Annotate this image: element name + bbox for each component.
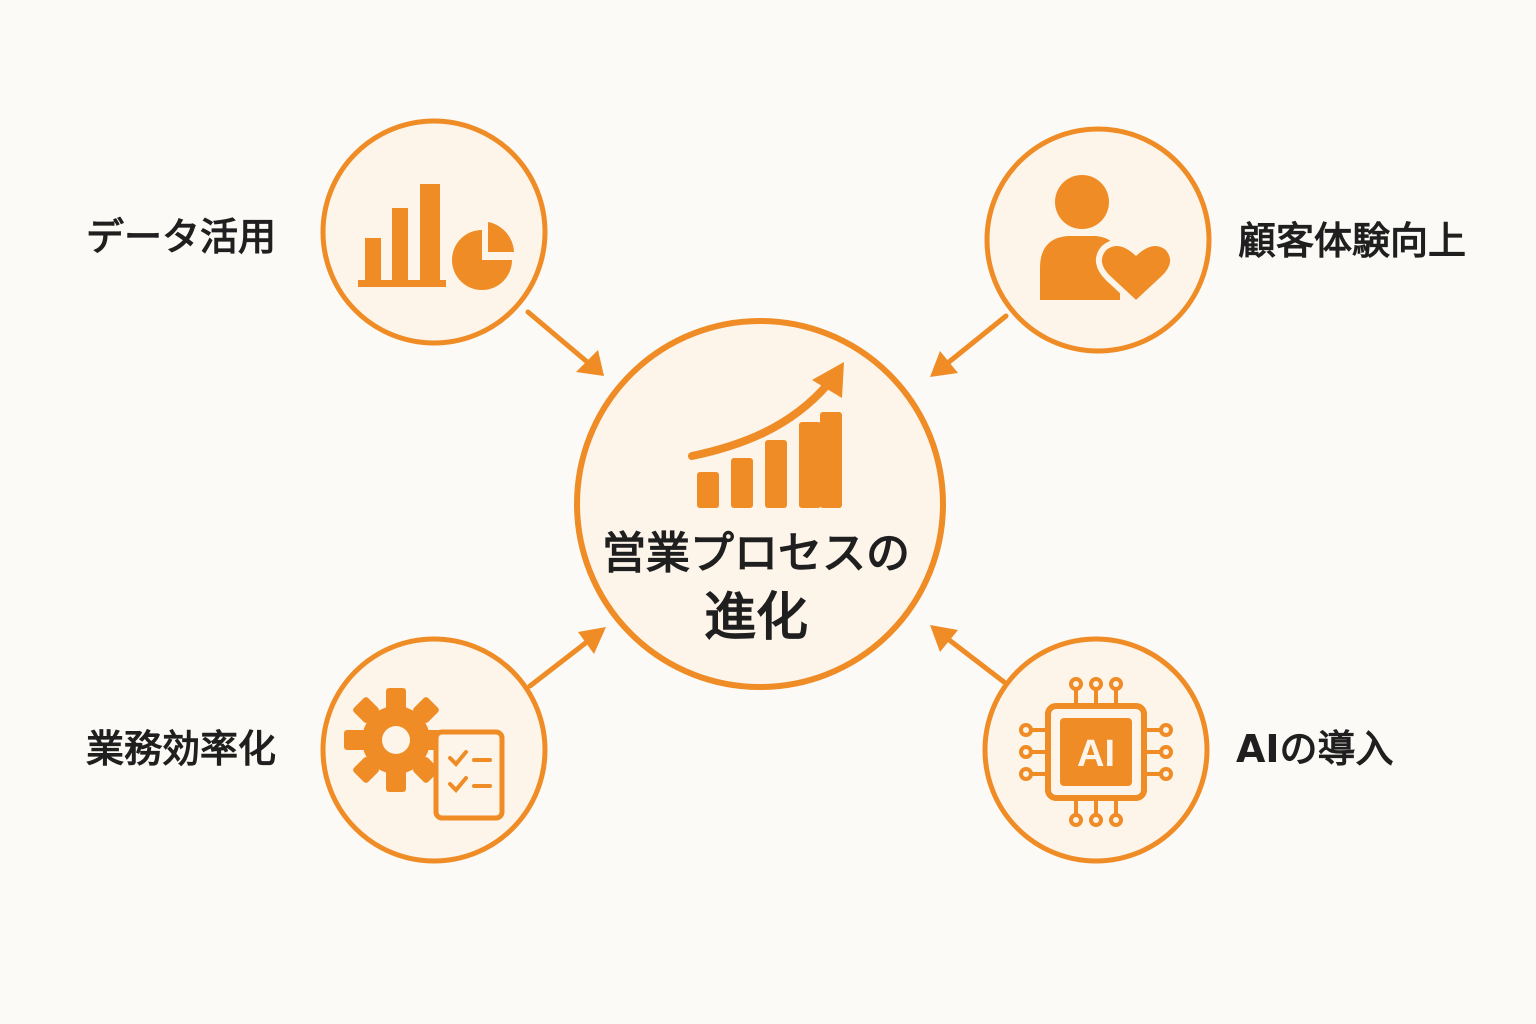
center-title-line1: 営業プロセスの <box>602 528 910 579</box>
label-ai: AIの導入 <box>1236 727 1394 771</box>
gear-icon <box>344 688 448 792</box>
bar-pie-chart-icon <box>358 184 514 290</box>
arrow-ai-to-center <box>930 625 1007 685</box>
node-ai: AI <box>982 636 1210 864</box>
node-efficiency <box>320 636 548 864</box>
center-node <box>574 318 946 690</box>
label-data: データ活用 <box>86 215 277 259</box>
arrow-data-to-center <box>525 309 604 376</box>
ai-chip-text: AI <box>1077 733 1115 775</box>
node-cx <box>984 126 1212 354</box>
arrow-efficiency-to-center <box>527 627 606 689</box>
label-efficiency: 業務効率化 <box>86 727 277 771</box>
checklist-icon <box>433 729 505 821</box>
center-title-line2: 進化 <box>703 588 808 648</box>
label-cx: 顧客体験向上 <box>1238 219 1467 263</box>
node-data <box>320 118 548 346</box>
center-circle <box>574 318 946 690</box>
connector-arrows <box>525 309 1009 689</box>
ai-chip-icon <box>1019 677 1173 827</box>
arrow-cx-to-center <box>930 313 1009 377</box>
person-heart-icon <box>1040 175 1177 309</box>
growth-chart-icon <box>688 362 844 508</box>
